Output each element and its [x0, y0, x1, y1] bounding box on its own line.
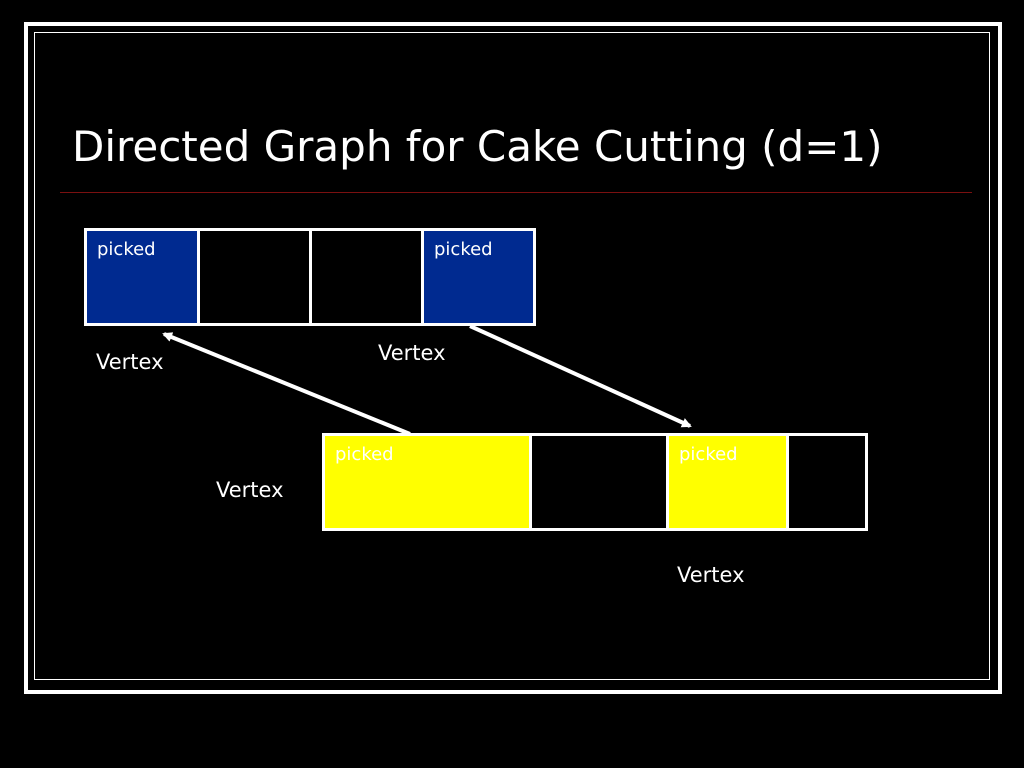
vertex-label-bottom-left: Vertex [216, 478, 284, 502]
bottom-strip-cell-4 [789, 436, 865, 528]
title-divider [60, 192, 972, 193]
top-strip-cell-4: picked [424, 231, 533, 323]
bottom-strip-cell-3: picked [669, 436, 789, 528]
vertex-label-top-middle: Vertex [378, 341, 446, 365]
slide-outer-frame [24, 22, 1002, 694]
edge-arrow-to-top-left [162, 332, 411, 436]
bottom-strip-cell-1: picked [325, 436, 532, 528]
slide-inner-frame [34, 32, 990, 680]
top-strip-cell-3 [312, 231, 424, 323]
top-strip-cell-2 [200, 231, 312, 323]
slide-title: Directed Graph for Cake Cutting (d=1) [72, 122, 883, 171]
vertex-label-top-left: Vertex [96, 350, 164, 374]
vertex-label-bottom-right: Vertex [677, 563, 745, 587]
bottom-strip: picked picked [322, 433, 868, 531]
edge-arrow-to-bottom-right [469, 324, 692, 428]
top-strip: picked picked [84, 228, 536, 326]
bottom-strip-cell-2 [532, 436, 669, 528]
top-strip-cell-1: picked [87, 231, 200, 323]
